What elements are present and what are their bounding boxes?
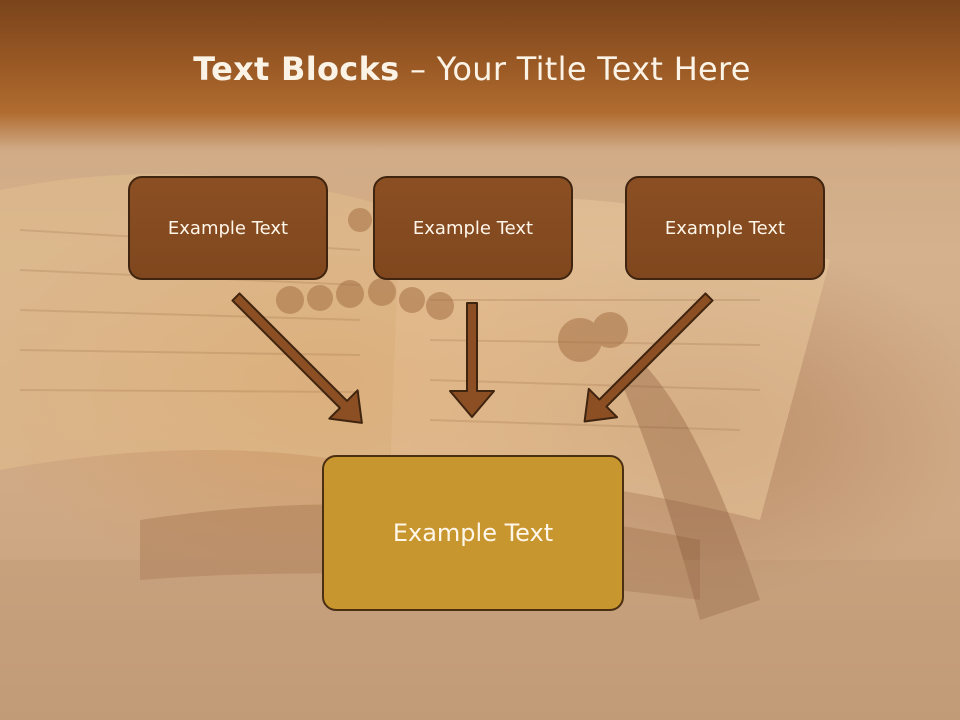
title-separator: – bbox=[399, 50, 437, 88]
slide-title: Text Blocks – Your Title Text Here bbox=[0, 50, 944, 88]
text-block-2[interactable]: Example Text bbox=[373, 176, 573, 280]
target-text-block[interactable]: Example Text bbox=[322, 455, 624, 611]
title-bold: Text Blocks bbox=[193, 50, 400, 88]
text-block-1[interactable]: Example Text bbox=[128, 176, 328, 280]
text-block-3[interactable]: Example Text bbox=[625, 176, 825, 280]
header-band bbox=[0, 0, 960, 150]
title-rest: Your Title Text Here bbox=[436, 50, 751, 88]
